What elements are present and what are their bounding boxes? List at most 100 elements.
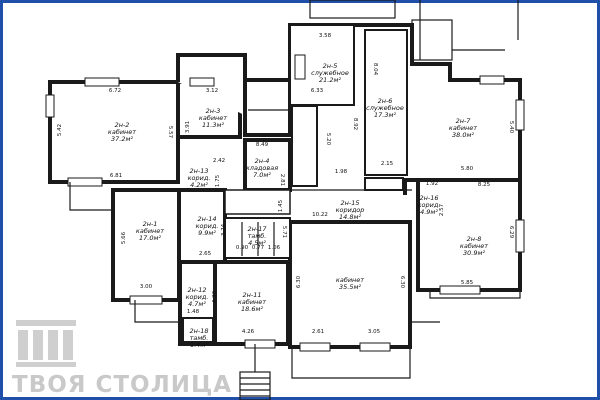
dimension-label: 5.71 xyxy=(281,226,287,238)
room-area: 4.5м² xyxy=(248,239,266,247)
room-number: 2н-4 xyxy=(255,157,270,165)
dimension-label: 6.72 xyxy=(109,88,121,94)
dimension-label: 8.25 xyxy=(478,182,491,188)
room-area: 4.9м² xyxy=(420,208,438,216)
room-type: кладовая xyxy=(246,164,278,172)
dimension-label: 5.85 xyxy=(461,280,474,286)
room-type: коридор xyxy=(336,206,365,214)
room-area: 21.2м² xyxy=(319,76,341,84)
dimension-label: 5.42 xyxy=(57,124,63,136)
dimension-label: 0.77 xyxy=(252,245,265,251)
dimension-label: 6.30 xyxy=(399,276,405,289)
room-area: 38.0м² xyxy=(452,131,474,139)
room-area: 17.0м² xyxy=(139,234,161,242)
room-area: 4.7м² xyxy=(188,300,206,308)
dimension-label: 1.48 xyxy=(187,309,200,315)
dimension-label: 0.90 xyxy=(236,245,249,251)
room-area: 14.8м² xyxy=(339,213,361,221)
room-type: корид. xyxy=(196,222,219,230)
dimension-label: 5.57 xyxy=(167,126,173,139)
room-area: 37.2м² xyxy=(111,135,133,143)
room-area: 30.9м² xyxy=(463,249,485,257)
dimension-label: 5.40 xyxy=(508,121,514,134)
room-number: 2н-8 xyxy=(467,235,482,243)
dimension-label: 5.20 xyxy=(325,133,331,146)
dimension-label: 4.26 xyxy=(242,329,255,335)
room-area: 17.3м² xyxy=(374,111,396,119)
dimension-label: 1.98 xyxy=(335,169,348,175)
room-number: 2н-13 xyxy=(189,167,208,175)
room-type: корид. xyxy=(188,174,211,182)
room-type: служебное xyxy=(366,104,404,112)
room-number: 2н-11 xyxy=(242,291,261,299)
exterior-walls xyxy=(48,23,522,349)
dimension-label: 3.05 xyxy=(368,329,381,335)
room-number: 2н-2 xyxy=(115,121,130,129)
dimension-label: 3.74 xyxy=(221,223,227,236)
dimension-label: 2.61 xyxy=(312,329,324,335)
dimension-label: 5.80 xyxy=(461,166,474,172)
room-number: 2н-18 xyxy=(189,327,208,335)
dimension-label: 8.04 xyxy=(372,63,378,76)
room-type: кабинет xyxy=(199,114,227,122)
room-area: 18.6м² xyxy=(241,305,263,313)
room-area: 4.2м² xyxy=(190,181,208,189)
room-number: 2н-15 xyxy=(340,199,359,207)
dimension-label: 1.92 xyxy=(426,181,438,187)
dimension-label: 2.81 xyxy=(279,174,285,186)
dimension-label: 6.29 xyxy=(508,226,514,239)
dimension-label: 6.81 xyxy=(110,173,122,179)
dimension-label: 3.91 xyxy=(185,121,191,133)
dimension-label: 3.00 xyxy=(140,284,153,290)
dimension-label: 1.45 xyxy=(278,199,284,212)
dimension-label: 5.66 xyxy=(121,231,127,244)
dimension-label: 6.33 xyxy=(311,88,324,94)
interior-walls xyxy=(182,24,412,343)
dimension-label: 1.06 xyxy=(268,245,281,251)
dimension-label: 10.22 xyxy=(312,212,328,218)
room-type: кабинет xyxy=(336,276,364,284)
room-area: 11.3м² xyxy=(202,121,224,129)
dimension-label: 2.65 xyxy=(199,251,212,257)
room-number: 2н-17 xyxy=(247,225,267,233)
windows xyxy=(45,54,525,352)
dimension-label: 8.49 xyxy=(256,142,269,148)
room-area: 9.9м² xyxy=(198,229,216,237)
room-number: 2н-1 xyxy=(143,220,158,228)
room-type: кабинет xyxy=(238,298,266,306)
room-number: 2н-7 xyxy=(456,117,472,125)
room-type: корид. xyxy=(186,293,209,301)
room-number: 2н-6 xyxy=(378,97,393,105)
upper-balcony xyxy=(309,0,519,61)
watermark: ТВОЯ СТОЛИЦА xyxy=(12,320,231,398)
stairs xyxy=(239,344,271,400)
room-number: 2н-12 xyxy=(187,286,206,294)
building-columns-icon xyxy=(16,320,76,367)
dimension-label: 2.15 xyxy=(381,161,394,167)
room-type: корид. xyxy=(418,201,441,209)
room-type: кабинет xyxy=(136,227,164,235)
dimension-label: 8.92 xyxy=(352,118,358,130)
room-type: служебное xyxy=(311,69,349,77)
dimension-label: 3.12 xyxy=(206,88,218,94)
dimension-label: 6.30 xyxy=(296,275,302,288)
